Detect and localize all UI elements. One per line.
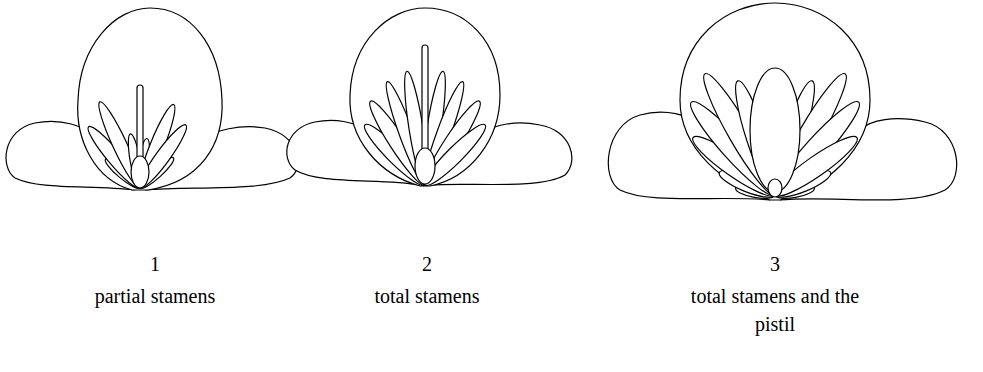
flower-2 xyxy=(287,8,572,191)
figure-caption: total stamens and the pistil xyxy=(670,282,880,338)
figure-number: 3 xyxy=(645,250,905,278)
flower-1 xyxy=(6,8,298,192)
figure-caption: total stamens xyxy=(297,282,557,310)
figure-caption: partial stamens xyxy=(25,282,285,310)
figure-number: 1 xyxy=(25,250,285,278)
flower-3 xyxy=(608,3,956,203)
figure-number: 2 xyxy=(297,250,557,278)
